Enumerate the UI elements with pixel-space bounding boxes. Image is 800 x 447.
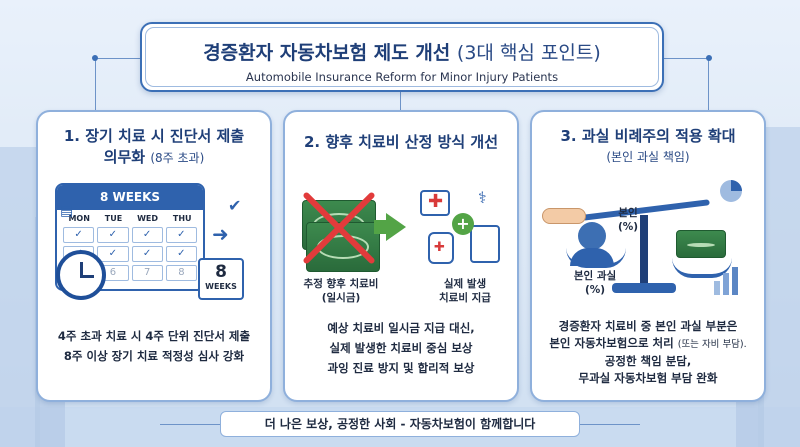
calendar-day: THU <box>172 214 192 223</box>
red-cross-icon: ✚ <box>428 191 444 212</box>
medical-cart-icon <box>420 190 450 216</box>
label-line: 추정 향후 치료비 <box>303 278 379 290</box>
check-icon: ✓ <box>165 227 197 243</box>
arrow-right-icon <box>374 220 388 234</box>
arrow-right-icon: ➜ <box>212 222 229 246</box>
page-title: 경증환자 자동차보험 제도 개선 (3대 핵심 포인트) <box>142 38 662 65</box>
document-chart-icon: ▤ <box>60 203 74 219</box>
pie-chart-icon <box>720 180 742 202</box>
person-icon <box>570 222 614 266</box>
card-heading-line1: 3. 과실 비례주의 적용 확대 <box>560 127 736 145</box>
card-heading-suffix: (8주 초과) <box>150 151 205 165</box>
arrow-head-icon <box>386 213 406 241</box>
card-text: 4주 초과 치료 시 4주 단위 진단서 제출 8주 이상 장기 치료 적정성 … <box>44 326 264 366</box>
check-icon: ✓ <box>165 246 197 262</box>
scale-pan-left <box>566 248 626 268</box>
connector-left <box>95 58 141 110</box>
title-panel: 경증환자 자동차보험 제도 개선 (3대 핵심 포인트) Automobile … <box>140 22 664 92</box>
check-icon: ✓ <box>97 227 129 243</box>
footer-slogan: 더 나은 보상, 공정한 사회 - 자동차보험이 함께합니다 <box>220 411 580 437</box>
actual-cost-label: 실제 발생 치료비 지급 <box>415 277 515 305</box>
bottle-cross-icon: ✚ <box>434 240 445 255</box>
label-line: (%) <box>617 221 639 233</box>
connector-right <box>663 58 709 110</box>
check-icon: ✓ <box>131 227 163 243</box>
scale-label-top: 본인 (%) <box>608 206 648 234</box>
card-text-small: (또는 자비 부담). <box>677 339 747 350</box>
card-text: 경증환자 치료비 중 본인 과실 부분은 본인 자동차보험으로 처리 (또는 자… <box>538 318 758 387</box>
cross-out-icon <box>296 185 382 271</box>
plus-circle-icon: + <box>452 213 474 235</box>
card-heading: 1. 장기 치료 시 진단서 제출 의무화 (8주 초과) <box>38 126 270 169</box>
check-icon: ✓ <box>131 246 163 262</box>
badge-label: WEEKS <box>205 282 237 291</box>
building-left-1 <box>0 147 40 447</box>
label-line: (%) <box>584 284 606 296</box>
check-icon: ✓ <box>63 227 95 243</box>
check-circle-icon: ✔ <box>228 196 242 215</box>
money-stack-icon <box>676 230 726 258</box>
connector-center <box>400 92 401 110</box>
calendar-grid: ✓ ✓ ✓ ✓ ✓ ✓ ✓ ✓ 5 6 7 8 <box>57 225 203 283</box>
english-subtitle: Automobile Insurance Reform for Minor In… <box>245 70 559 84</box>
card-text-line: 예상 치료비 일시금 지급 대신, <box>327 321 475 335</box>
point-card-3: 3. 과실 비례주의 적용 확대 (본인 과실 책임) 경증환자 치료비 중 본… <box>530 110 766 402</box>
scale-label-bottom: 본인 과실 (%) <box>560 269 630 297</box>
calendar-date: 7 <box>131 265 163 281</box>
card-heading-sub: (본인 과실 책임) <box>606 150 690 164</box>
connector-dot <box>92 55 98 61</box>
scale-pan-right <box>672 258 732 278</box>
eight-weeks-badge: 8 WEEKS <box>198 258 244 300</box>
footer-line-left <box>160 424 220 425</box>
medical-monitor-icon <box>470 225 500 263</box>
card-text-line: 공정한 책임 분담, <box>604 354 692 368</box>
title-subtext: (3대 핵심 포인트) <box>456 42 601 64</box>
label-line: (일시금) <box>321 292 361 304</box>
label-line: 본인 과실 <box>573 270 617 282</box>
card-heading-line1: 1. 장기 치료 시 진단서 제출 <box>63 127 245 145</box>
badge-number: 8 <box>215 262 227 282</box>
alarm-clock-icon <box>56 250 106 300</box>
check-icon: ✓ <box>97 246 129 262</box>
card-heading-line2: 의무화 <box>103 148 146 166</box>
card-text-line: 실제 발생한 치료비 중심 보상 <box>329 341 473 355</box>
calendar-days: MON TUE WED THU <box>57 210 203 225</box>
card-text-line: 8주 이상 장기 치료 적정성 심사 강화 <box>63 349 245 363</box>
card-text-line: 경증환자 치료비 중 본인 과실 부분은 <box>558 319 738 333</box>
card-text-line: 무과실 자동차보험 부담 완화 <box>578 371 718 385</box>
card-text-line: 과잉 진료 방지 및 합리적 보상 <box>327 361 475 375</box>
medicine-bottle-icon <box>428 232 454 264</box>
calendar-date: 8 <box>165 265 197 281</box>
card-heading: 2. 향후 치료비 산정 방식 개선 <box>303 133 499 151</box>
card-heading: 3. 과실 비례주의 적용 확대 (본인 과실 책임) <box>532 126 764 168</box>
calendar-day: WED <box>137 214 159 223</box>
card-text-line: 4주 초과 치료 시 4주 단위 진단서 제출 <box>57 329 251 343</box>
scale-pillar <box>640 215 648 285</box>
footer-line-right <box>580 424 640 425</box>
label-line: 실제 발생 <box>443 278 487 290</box>
label-line: 본인 <box>618 207 638 219</box>
calendar-day: TUE <box>104 214 123 223</box>
scale-base <box>612 283 676 293</box>
pointing-hand-icon <box>542 208 586 224</box>
calendar-day: MON <box>68 214 90 223</box>
bar-chart-icon <box>714 267 738 295</box>
label-line: 치료비 지급 <box>439 292 491 304</box>
calendar-title: 8 WEEKS <box>57 185 203 210</box>
title-text: 경증환자 자동차보험 제도 개선 <box>203 42 451 64</box>
card-text-line: 본인 자동차보험으로 처리 <box>549 336 674 350</box>
syringe-icon: ⚕ <box>478 188 487 207</box>
estimated-cost-label: 추정 향후 치료비 (일시금) <box>291 277 391 305</box>
connector-dot <box>706 55 712 61</box>
card-text: 예상 치료비 일시금 지급 대신, 실제 발생한 치료비 중심 보상 과잉 진료… <box>291 318 511 378</box>
